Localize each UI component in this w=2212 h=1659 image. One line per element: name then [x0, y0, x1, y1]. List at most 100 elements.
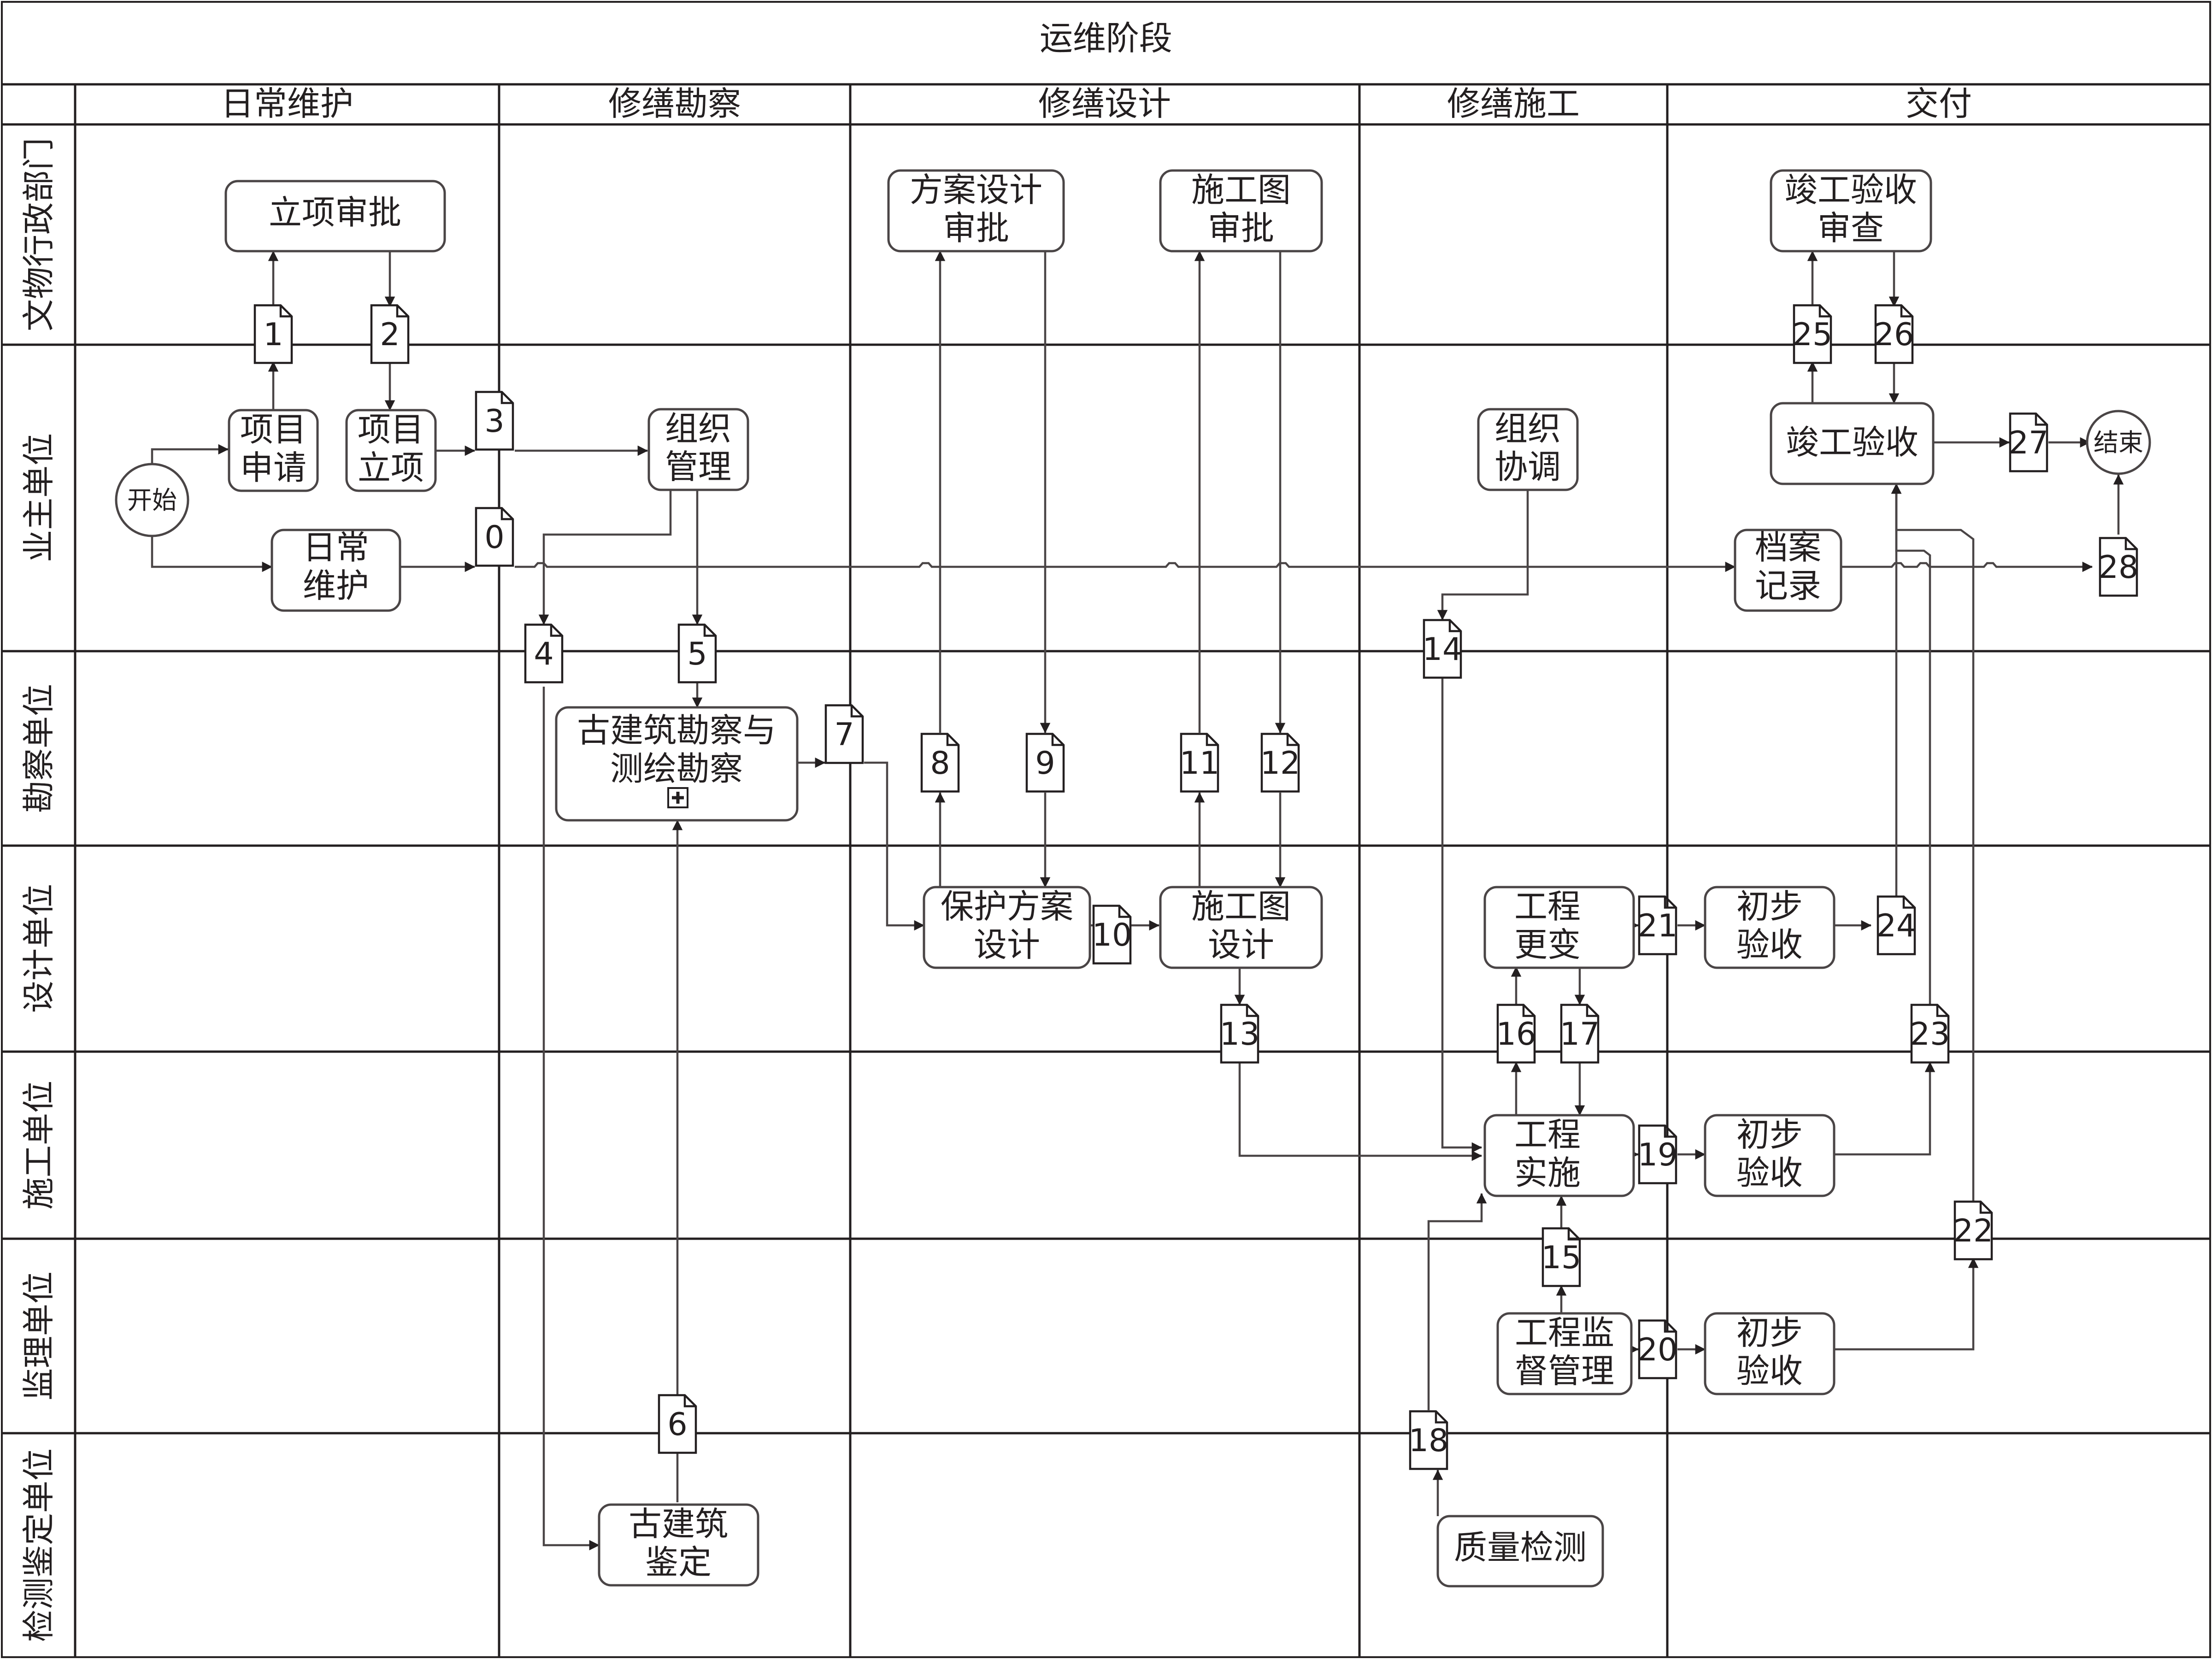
document-marker-label: 19 — [1638, 1137, 1678, 1173]
task-preliminary-acceptance-design: 初步 验收 — [1704, 886, 1835, 969]
document-marker-label: 27 — [2009, 425, 2049, 461]
task-preliminary-acceptance-supervision: 初步 验收 — [1704, 1312, 1835, 1395]
task-preliminary-acceptance-construction: 初步 验收 — [1704, 1114, 1835, 1197]
task-drawing-approval: 施工图 审批 — [1159, 169, 1323, 253]
document-marker-6: 6 — [658, 1394, 697, 1454]
flow-coordinate-to-doc14 — [1437, 488, 1529, 621]
task-heritage-appraisal: 古建筑 鉴定 — [598, 1503, 759, 1587]
flow-archive-to-doc28 — [1841, 561, 2093, 572]
document-marker-label: 20 — [1638, 1332, 1678, 1368]
flow-organize-to-doc4 — [538, 488, 672, 625]
task-completion-acceptance-review-line-1: 竣工验收 — [1784, 171, 1917, 209]
subprocess-marker — [667, 787, 688, 808]
lane-owner: 业主单位 — [20, 433, 58, 562]
task-construction-drawing-design: 施工图 设计 — [1159, 886, 1323, 969]
start-event-label: 开始 — [127, 486, 177, 515]
task-engineering-change-line-2: 更变 — [1514, 925, 1581, 964]
document-marker-27: 27 — [2009, 412, 2049, 472]
task-preliminary-acceptance-design-line-1: 初步 — [1736, 887, 1803, 926]
document-marker-23: 23 — [1910, 1004, 1950, 1064]
task-quality-testing-label: 质量检测 — [1454, 1528, 1587, 1567]
task-project-application-line-1: 项目 — [240, 410, 306, 449]
task-quality-testing: 质量检测 — [1436, 1515, 1604, 1588]
task-scheme-design-approval-line-1: 方案设计 — [910, 171, 1042, 209]
document-marker-0: 0 — [475, 507, 514, 567]
phase-daily-maintenance: 日常维护 — [221, 84, 353, 123]
task-organize-coordinate-line-2: 协调 — [1494, 447, 1561, 486]
document-marker-21: 21 — [1638, 895, 1678, 955]
task-project-approval: 立项审批 — [224, 180, 446, 253]
document-marker-1: 1 — [253, 304, 293, 364]
document-marker-label: 23 — [1910, 1016, 1950, 1053]
end-event: 结束 — [2086, 410, 2151, 475]
document-marker-13: 13 — [1220, 1004, 1259, 1064]
document-marker-18: 18 — [1409, 1410, 1449, 1470]
task-archive-record-line-1: 档案 — [1755, 528, 1821, 567]
document-marker-16: 16 — [1496, 1004, 1536, 1064]
task-engineering-implementation-line-1: 工程 — [1514, 1115, 1581, 1154]
task-engineering-implementation-line-2: 实施 — [1514, 1153, 1581, 1192]
task-heritage-survey: 古建筑勘察与 测绘勘察 — [555, 706, 799, 822]
document-marker-label: 25 — [1793, 317, 1833, 353]
flow-start-to-daily — [151, 525, 273, 572]
phase-repair-design: 修缮设计 — [1038, 84, 1171, 123]
flow-doc18-to-implement — [1427, 1193, 1487, 1410]
document-marker-9: 9 — [1025, 733, 1065, 793]
task-daily-maintenance-line-2: 维护 — [303, 566, 369, 605]
lane-survey-unit: 勘察单位 — [20, 684, 58, 813]
document-marker-label: 9 — [1035, 745, 1055, 782]
document-marker-7: 7 — [824, 704, 864, 764]
task-construction-drawing-design-line-2: 设计 — [1208, 925, 1274, 964]
flow-doc14-to-implement — [1441, 677, 1483, 1153]
task-organize-management-line-1: 组织 — [665, 409, 731, 448]
phase-repair-survey: 修缮勘察 — [608, 84, 741, 123]
document-marker-label: 18 — [1409, 1423, 1449, 1459]
document-marker-label: 2 — [380, 317, 400, 353]
document-marker-label: 7 — [834, 717, 854, 753]
task-engineering-implementation: 工程 实施 — [1483, 1114, 1635, 1197]
task-preliminary-acceptance-supervision-line-1: 初步 — [1736, 1313, 1803, 1352]
document-marker-10: 10 — [1092, 905, 1132, 965]
task-engineering-supervision-line-2: 督管理 — [1515, 1352, 1614, 1390]
document-marker-label: 10 — [1092, 917, 1132, 953]
end-event-label: 结束 — [2094, 428, 2143, 457]
task-daily-maintenance-line-1: 日常 — [303, 528, 369, 567]
flow-pre-sup-to-doc22 — [1788, 1257, 1979, 1351]
document-marker-label: 8 — [930, 745, 950, 782]
task-project-application-line-2: 申请 — [240, 448, 306, 487]
task-archive-record-line-2: 记录 — [1755, 566, 1821, 605]
task-organize-management-line-2: 管理 — [665, 447, 731, 486]
document-marker-label: 15 — [1541, 1240, 1582, 1276]
task-engineering-change: 工程 更变 — [1483, 886, 1635, 969]
document-marker-label: 0 — [484, 519, 504, 556]
phase-repair-construction: 修缮施工 — [1447, 84, 1580, 123]
task-project-establishment-line-2: 立项 — [358, 448, 424, 487]
task-completion-acceptance: 竣工验收 — [1770, 402, 1935, 485]
task-daily-maintenance: 日常 维护 — [271, 528, 401, 612]
document-marker-4: 4 — [524, 624, 564, 683]
document-marker-label: 5 — [687, 636, 707, 672]
flow-doc7-to-protect — [864, 761, 925, 931]
task-engineering-supervision-line-1: 工程监 — [1515, 1313, 1614, 1352]
task-scheme-design-approval: 方案设计 审批 — [887, 169, 1065, 253]
task-preliminary-acceptance-supervision-line-2: 验收 — [1736, 1352, 1803, 1390]
flow-doc22-to-final — [1891, 483, 1975, 1203]
lane-design-unit: 设计单位 — [20, 884, 58, 1013]
task-engineering-change-line-1: 工程 — [1514, 887, 1581, 926]
task-project-establishment-line-1: 项目 — [358, 410, 424, 449]
task-completion-acceptance-review: 竣工验收 审查 — [1770, 169, 1932, 253]
document-marker-15: 15 — [1541, 1227, 1582, 1287]
task-completion-acceptance-label: 竣工验收 — [1786, 423, 1918, 462]
task-drawing-approval-line-2: 审批 — [1208, 209, 1274, 247]
task-engineering-supervision: 工程监 督管理 — [1496, 1312, 1633, 1395]
document-marker-26: 26 — [1874, 304, 1914, 364]
task-organize-coordinate-line-1: 组织 — [1494, 409, 1561, 448]
document-marker-label: 12 — [1260, 745, 1300, 782]
document-marker-3: 3 — [475, 391, 514, 451]
document-marker-label: 21 — [1638, 908, 1678, 944]
task-drawing-approval-line-1: 施工图 — [1191, 171, 1291, 209]
diagram-title: 运维阶段 — [1040, 19, 1172, 58]
document-marker-label: 22 — [1953, 1213, 1994, 1249]
task-protection-scheme-design-line-2: 设计 — [974, 925, 1040, 964]
